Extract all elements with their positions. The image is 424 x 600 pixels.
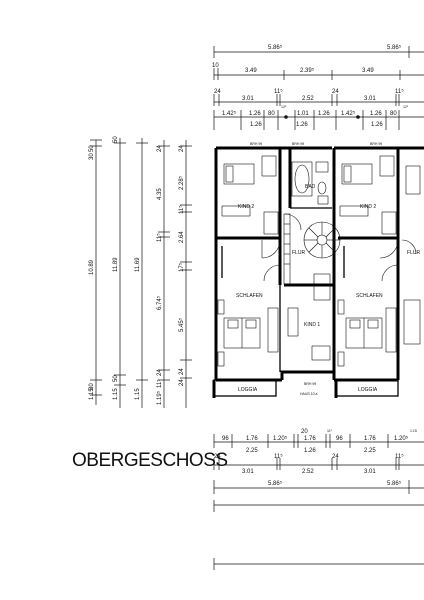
dim-left-col2-b: 1.15	[113, 388, 119, 400]
dim-top-row4-h: 80	[390, 111, 397, 117]
dim-bottom-row3-c: 3.01	[364, 469, 376, 475]
dim-top-row3-mark-b: 11⁵	[274, 88, 283, 95]
dim-left-col4-d: 11⁵	[156, 379, 163, 388]
top-dimension-chains: 5.86⁵ 5.86⁵ 10 3.49 2.39⁵ 3.49 24 11⁵ 24…	[212, 44, 424, 130]
dim-left-col5-a: 2.28⁵	[178, 175, 185, 190]
dim-top-row4-d: 1.01	[297, 111, 309, 117]
doors-and-stairs	[261, 213, 399, 285]
dim-bottom-row1-f: 1.76	[364, 436, 376, 442]
left-dimension-chains: 30 50 10.89 80 1.15 50 11.89 50 1.15 11.…	[89, 136, 192, 408]
dim-top-row3-c: 3.01	[364, 96, 376, 102]
dim-left-col5-b: 11⁵	[178, 205, 185, 214]
dim-top-row2-c: 3.49	[362, 68, 374, 74]
room-label-kind2-left: KIND 2	[238, 204, 254, 210]
dim-top-row4-e: 1.26	[318, 111, 330, 117]
dim-bottom-row3-mark-d: 11⁵	[395, 453, 404, 460]
dim-bottom-row3-mark-b: 11⁵	[274, 453, 283, 460]
dim-left-col5-c: 2.64	[179, 231, 185, 243]
room-label-schlafen-left: SCHLAFEN	[236, 293, 263, 299]
dim-top-row3-a: 3.01	[242, 96, 254, 102]
dim-left-col4-b: 11⁵	[156, 233, 163, 242]
dim-top-row2-start: 10	[212, 63, 219, 69]
dim-bottom-row4-a: 5.86⁵	[268, 480, 283, 487]
dim-left-col1-mid: 50	[89, 145, 95, 152]
dim-left-col4-a: 4.35	[157, 188, 163, 200]
dim-bottom-row1-g: 1.20⁵	[394, 435, 409, 442]
dim-bottom-row2-c: 2.25	[364, 448, 376, 454]
bottom-dimension-chains: 20 96 1.76 1.20⁵ 1.76 96 1.76 1.20⁵ 11⁵ …	[213, 429, 424, 570]
dim-bottom-row3-b: 2.52	[302, 469, 314, 475]
room-label-kind2-right: KIND 2	[360, 204, 376, 210]
dim-top-row4b-b: 1.26	[296, 122, 308, 128]
dim-bottom-row1-b: 1.76	[246, 436, 258, 442]
dim-bottom-row4-b: 5.86⁵	[387, 480, 402, 487]
dim-bottom-row1-d: 1.76	[304, 436, 316, 442]
room-label-kind1: KIND 1	[304, 322, 320, 328]
dim-top-row4b-c: 1.26	[371, 122, 383, 128]
room-label-flur-right: FLUR	[407, 250, 420, 256]
dim-top-row3-mark-d: 11⁵	[395, 88, 404, 95]
dim-top-row4-g: 1.26	[370, 111, 382, 117]
dim-left-col5-mark-c: 24	[179, 379, 185, 386]
dim-left-col5-d: 17⁵	[178, 262, 185, 272]
dim-bottom-row1-a: 96	[222, 436, 229, 442]
dim-left-col1-top: 30	[89, 153, 95, 160]
dim-left-col5-mark-a: 24	[179, 145, 185, 152]
dim-bottom-row1-c: 1.20⁵	[273, 435, 288, 442]
brh-label-bottom: BRH 99	[304, 382, 316, 386]
dim-bottom-row3-a: 3.01	[242, 469, 254, 475]
dim-bottom-row2-a: 2.25	[246, 448, 258, 454]
dim-top-row4-small-a: 12⁵	[281, 105, 287, 109]
dim-left-col2-mark-a: 50	[113, 136, 119, 143]
dim-top-row4b-a: 1.26	[250, 122, 262, 128]
dim-left-col5-e: 5.45⁵	[178, 317, 185, 332]
dim-bottom-row1-small-a: 11⁵	[327, 429, 333, 433]
dim-top-row3-b: 2.52	[302, 96, 314, 102]
dim-bottom-row1-small-b: 1.15	[410, 429, 417, 433]
dim-left-col4-mark-a: 24	[157, 145, 163, 152]
dim-left-col4-mark-b: 24	[157, 369, 163, 376]
dim-top-row1-b: 5.86⁵	[387, 44, 402, 51]
dim-top-row4-small-b: 12⁵	[403, 105, 409, 109]
dim-top-row4-f: 1.42⁵	[341, 110, 356, 117]
dim-top-row1-a: 5.86⁵	[268, 44, 283, 51]
dim-left-col4-c: 6.74⁵	[156, 295, 163, 310]
dim-bottom-mark-20: 20	[301, 429, 308, 435]
dim-top-row4-a: 1.42⁵	[222, 110, 237, 117]
dim-top-row2-a: 3.49	[245, 68, 257, 74]
dim-left-col1-b: 80	[89, 383, 95, 390]
room-labels: KIND 2 KIND 2 BAD FLUR FLUR SCHLAFEN SCH…	[236, 142, 420, 396]
room-label-loggia-right: LOGGIA	[358, 387, 378, 393]
brh-label-2: BRH 99	[292, 142, 304, 146]
brh-label-3: BRH 99	[370, 142, 382, 146]
dim-bottom-row2-b: 1.26	[304, 448, 316, 454]
room-label-flur-left: FLUR	[292, 250, 305, 256]
dim-top-row4-c: 80	[268, 111, 275, 117]
room-label-loggia-left: LOGGIA	[238, 387, 258, 393]
dim-left-col2-mark-b: 50	[113, 375, 119, 382]
dim-bottom-row1-e: 96	[336, 436, 343, 442]
furniture	[217, 155, 421, 367]
dim-left-col1-a: 10.89	[89, 259, 95, 275]
floor-plan-walls	[212, 146, 424, 398]
room-label-schlafen-right: SCHLAFEN	[356, 293, 383, 299]
dim-left-col5-mark-b: 24	[179, 368, 185, 375]
dim-left-col2-a: 11.89	[113, 257, 119, 272]
room-label-bad: BAD	[305, 184, 316, 190]
dim-left-col4-e: 1.19⁵	[156, 390, 163, 405]
brh-label-1: BRH 99	[250, 142, 262, 146]
dim-left-col3-b: 1.15	[135, 388, 141, 400]
dim-top-row4-b: 1.26	[249, 111, 261, 117]
dim-top-row3-mark-c: 24	[332, 89, 339, 95]
dim-left-col1-c: 1.15	[89, 388, 95, 400]
dim-bottom-row3-mark-a: 24	[214, 454, 221, 460]
haus-label: HAUS 10 a	[300, 392, 318, 396]
drawing-title: OBERGESCHOSS	[72, 450, 228, 471]
dim-left-col3-a: 11.69	[135, 257, 141, 272]
dim-bottom-row3-mark-c: 24	[332, 454, 339, 460]
dim-top-row2-b: 2.39⁵	[300, 67, 315, 74]
dim-top-row3-mark-a: 24	[214, 89, 221, 95]
